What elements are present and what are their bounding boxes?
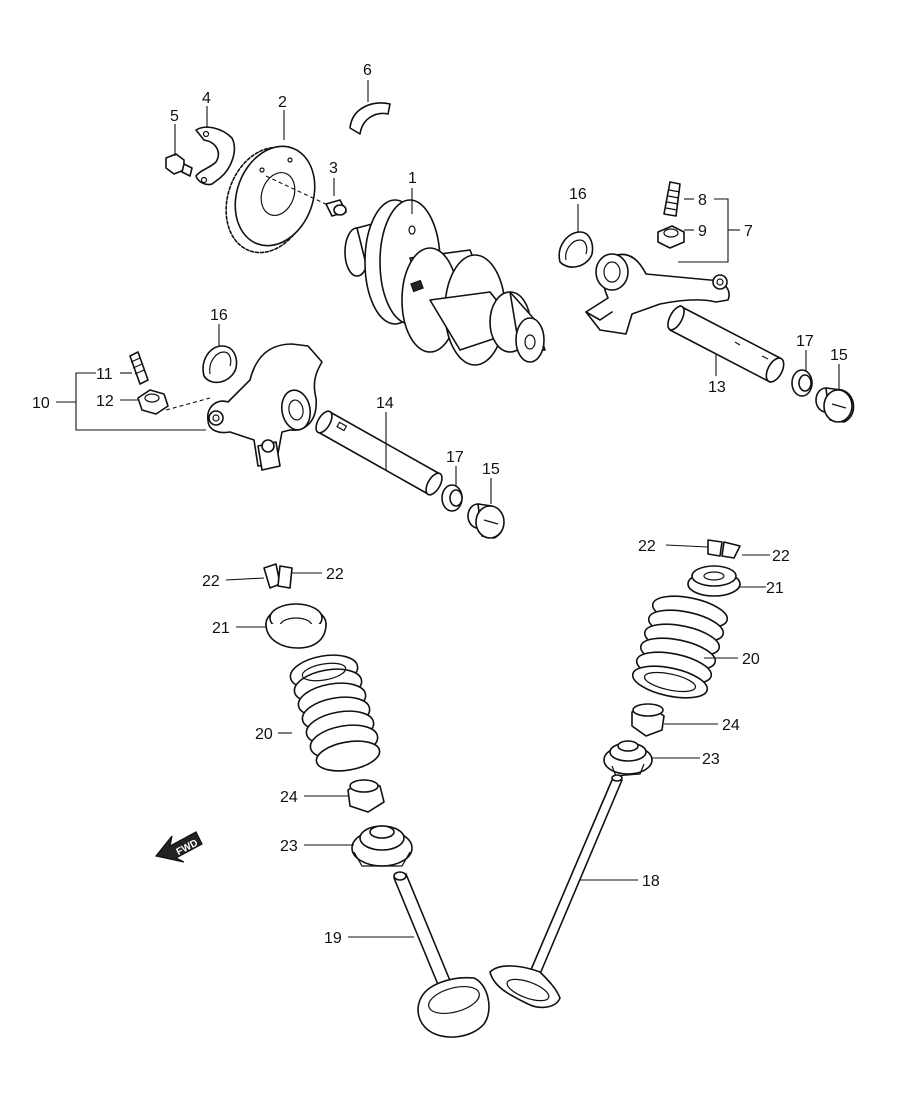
part-10-rocker-arm xyxy=(206,343,323,471)
callout-4: 4 xyxy=(202,90,211,107)
part-22-cotters-left xyxy=(263,563,293,589)
fwd-label: FWD xyxy=(175,838,200,858)
part-20-spring-left xyxy=(289,654,381,772)
callout-22d: 22 xyxy=(326,566,344,583)
part-4-plate xyxy=(195,126,236,186)
callout-7: 7 xyxy=(744,223,753,240)
callout-22c: 22 xyxy=(202,573,220,590)
callout-1: 1 xyxy=(408,170,417,187)
callout-17b: 17 xyxy=(446,449,464,466)
part-13-rocker-shaft xyxy=(667,305,785,383)
callout-18: 18 xyxy=(642,873,660,890)
part-17-washer-lower xyxy=(441,484,463,512)
part-20-spring-right xyxy=(631,595,729,699)
callout-24b: 24 xyxy=(280,789,298,806)
callout-5: 5 xyxy=(170,108,179,125)
part-18-exhaust-valve xyxy=(489,774,623,1009)
part-22-cotters-right xyxy=(707,539,741,559)
callout-20a: 20 xyxy=(742,651,760,668)
part-15-plug-upper xyxy=(815,387,855,423)
part-23-seat-left xyxy=(351,825,413,867)
part-7-rocker-arm xyxy=(585,253,730,335)
callout-19: 19 xyxy=(324,930,342,947)
callout-labels: 1 2 3 4 5 6 7 8 9 10 11 12 13 14 15 15 1… xyxy=(32,62,848,947)
part-17-washer-upper xyxy=(791,369,813,397)
leader-lines xyxy=(56,80,840,938)
callout-15b: 15 xyxy=(482,461,500,478)
part-23-seat-right xyxy=(603,740,653,777)
callout-3: 3 xyxy=(329,160,338,177)
callout-16b: 16 xyxy=(210,307,228,324)
part-12-locknut xyxy=(137,389,211,415)
callout-20b: 20 xyxy=(255,726,273,743)
part-5-bolt xyxy=(165,153,193,177)
callout-9: 9 xyxy=(698,223,707,240)
callout-17a: 17 xyxy=(796,333,814,350)
callout-11: 11 xyxy=(96,366,113,383)
part-21-retainer-left xyxy=(265,603,327,649)
part-21-retainer-right xyxy=(687,565,741,597)
part-2-sprocket xyxy=(225,145,316,254)
callout-10: 10 xyxy=(32,395,50,412)
callout-13: 13 xyxy=(708,379,726,396)
part-16-seal-lower xyxy=(202,345,238,384)
part-9-locknut xyxy=(657,225,685,249)
callout-6: 6 xyxy=(363,62,372,79)
callout-15a: 15 xyxy=(830,347,848,364)
part-24-seal-right xyxy=(631,703,665,737)
callout-16a: 16 xyxy=(569,186,587,203)
part-1-camshaft xyxy=(344,199,546,366)
callout-21a: 21 xyxy=(766,580,784,597)
callout-22a: 22 xyxy=(638,538,656,555)
callout-2: 2 xyxy=(278,94,287,111)
part-11-adjust-screw xyxy=(129,351,149,385)
part-15-plug-lower xyxy=(467,503,505,539)
callout-23a: 23 xyxy=(702,751,720,768)
part-8-adjust-screw xyxy=(663,181,681,217)
fwd-arrow-icon: FWD xyxy=(154,831,203,863)
callout-12: 12 xyxy=(96,393,114,410)
callout-8: 8 xyxy=(698,192,707,209)
part-19-intake-valve xyxy=(393,871,490,1038)
callout-21b: 21 xyxy=(212,620,230,637)
part-6-ring-clip xyxy=(349,102,391,135)
part-14-rocker-shaft xyxy=(315,410,443,496)
part-16-seal-upper xyxy=(558,231,594,268)
callout-22b: 22 xyxy=(772,548,790,565)
callout-24a: 24 xyxy=(722,717,740,734)
part-24-seal-left xyxy=(347,779,385,813)
callout-14: 14 xyxy=(376,395,394,412)
part-3-pin xyxy=(265,175,347,217)
callout-23b: 23 xyxy=(280,838,298,855)
